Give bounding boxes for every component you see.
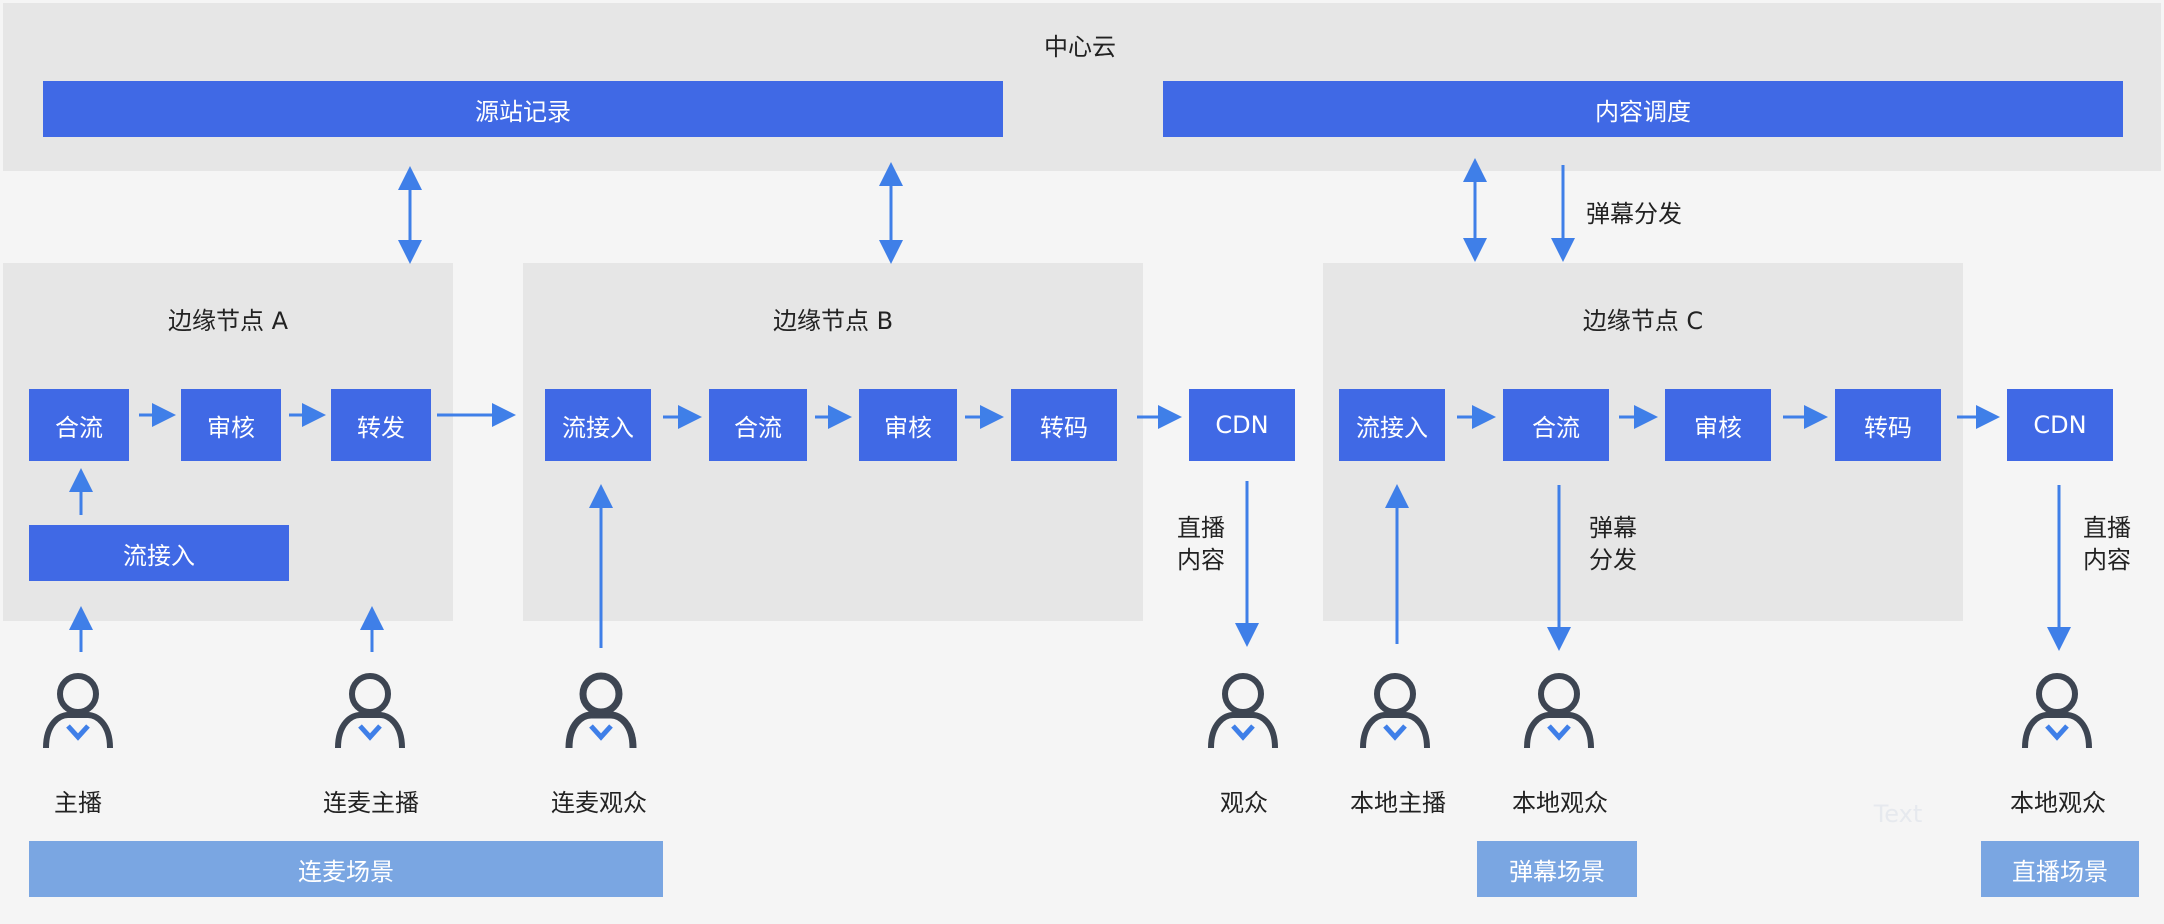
cdn-middle-box: CDN xyxy=(1189,389,1295,461)
node-a-merge-box: 合流 xyxy=(29,389,129,461)
node-c-ingest-box: 流接入 xyxy=(1339,389,1445,461)
user-icon-host xyxy=(43,673,113,749)
live-content-label-right: 直播 内容 xyxy=(2083,514,2131,574)
co-host-label: 连麦主播 xyxy=(323,788,419,817)
node-b-merge-box: 合流 xyxy=(709,389,807,461)
local-host-label: 本地主播 xyxy=(1350,788,1446,817)
user-icon-co-host xyxy=(335,673,405,749)
central-cloud-title: 中心云 xyxy=(1044,32,1116,61)
edge-node-b-title: 边缘节点 B xyxy=(772,306,894,335)
user-icon-viewer xyxy=(1208,673,1278,749)
danmu-dispatch-label-node-c: 弹幕 分发 xyxy=(1589,514,1637,574)
node-b-transcode-box: 转码 xyxy=(1011,389,1117,461)
origin-record-bar: 源站记录 xyxy=(43,81,1003,137)
live-content-label-middle: 直播 内容 xyxy=(1177,514,1225,574)
placeholder-text: Text xyxy=(1873,800,1923,828)
host-label: 主播 xyxy=(54,788,102,817)
node-c-transcode-box: 转码 xyxy=(1835,389,1941,461)
node-b-review-box: 审核 xyxy=(859,389,957,461)
node-a-review-box: 审核 xyxy=(181,389,281,461)
local-viewer-middle-label: 本地观众 xyxy=(1512,788,1608,817)
live-scene-bar: 直播场景 xyxy=(1981,841,2139,897)
content-scheduling-bar: 内容调度 xyxy=(1163,81,2123,137)
co-viewer-label: 连麦观众 xyxy=(551,788,647,817)
local-viewer-right-label: 本地观众 xyxy=(2010,788,2106,817)
user-icon-local-host xyxy=(1360,673,1430,749)
user-icon-local-viewer-middle xyxy=(1524,673,1594,749)
node-c-merge-box: 合流 xyxy=(1503,389,1609,461)
node-c-review-box: 审核 xyxy=(1665,389,1771,461)
user-icon-co-viewer xyxy=(565,672,637,749)
danmu-scene-bar: 弹幕场景 xyxy=(1477,841,1637,897)
node-b-ingest-box: 流接入 xyxy=(545,389,651,461)
node-a-ingest-box: 流接入 xyxy=(29,525,289,581)
danmu-dispatch-label-top: 弹幕分发 xyxy=(1586,199,1682,228)
edge-node-c-title: 边缘节点 C xyxy=(1582,306,1704,335)
lianmai-scene-bar: 连麦场景 xyxy=(29,841,663,897)
edge-node-a-title: 边缘节点 A xyxy=(167,306,289,335)
viewer-label: 观众 xyxy=(1220,788,1268,817)
user-icon-local-viewer-right xyxy=(2022,673,2092,749)
node-a-forward-box: 转发 xyxy=(331,389,431,461)
cdn-right-box: CDN xyxy=(2007,389,2113,461)
